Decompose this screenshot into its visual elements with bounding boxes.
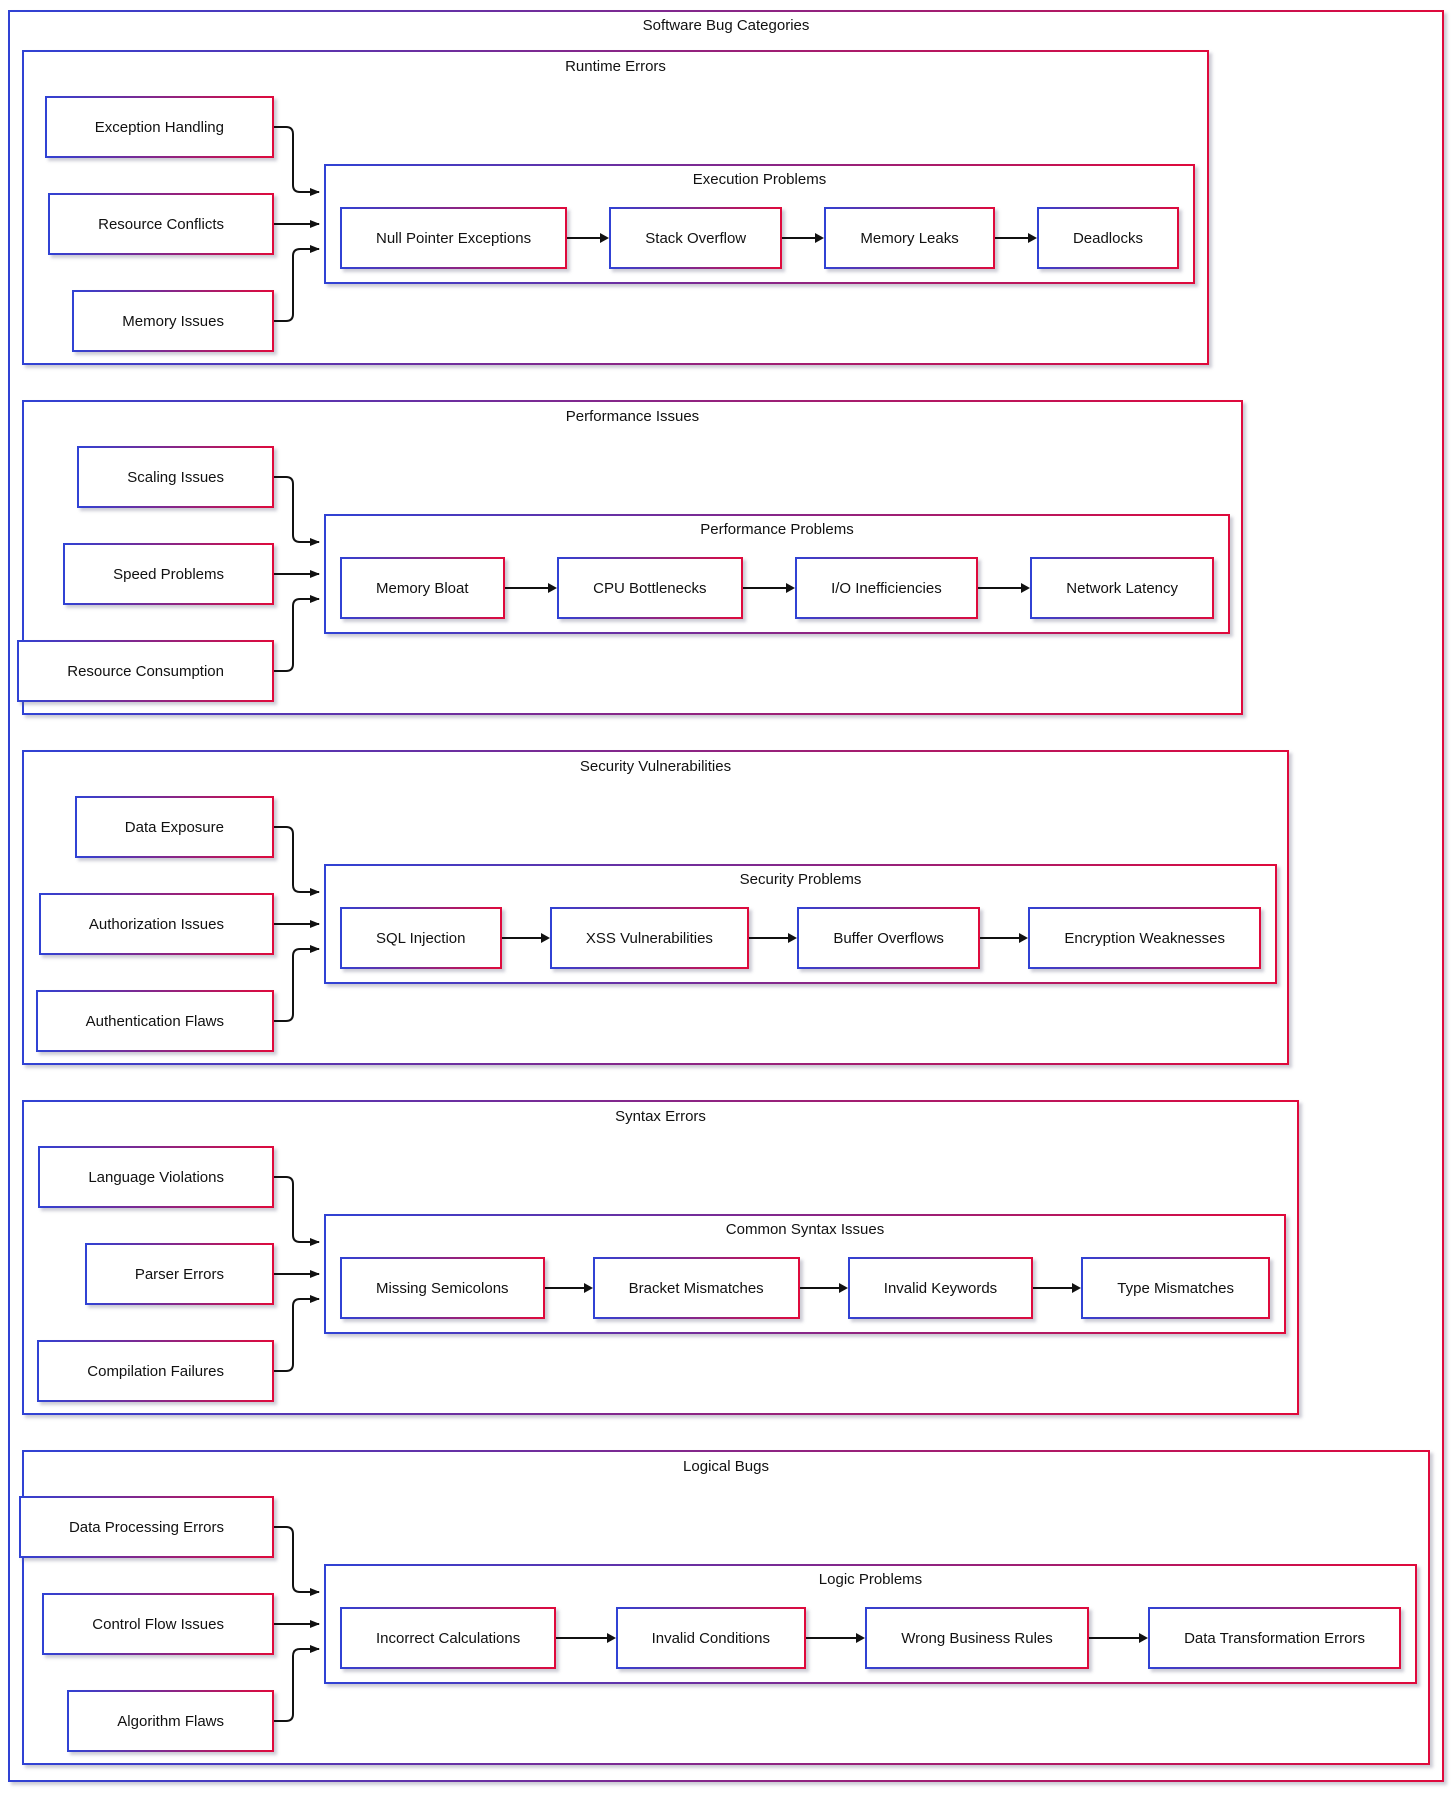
chain-node: Invalid Conditions (615, 1607, 806, 1669)
section-title: Performance Issues (565, 408, 700, 425)
chain-node: Invalid Keywords (847, 1257, 1034, 1319)
source-column: Scaling Issues Speed Problems Resource C… (17, 402, 274, 713)
source-node: Resource Consumption (17, 640, 274, 702)
group-title: Performance Problems (700, 521, 854, 538)
source-node: Authentication Flaws (35, 990, 274, 1052)
source-node: Control Flow Issues (42, 1593, 274, 1655)
source-node: Authorization Issues (38, 893, 274, 955)
source-node: Data Exposure (74, 796, 274, 858)
source-column: Exception Handling Resource Conflicts Me… (24, 52, 274, 363)
chain-row: Memory Bloat CPU Bottlenecks I/O Ineffic… (340, 557, 1214, 619)
chain-node: Encryption Weaknesses (1028, 907, 1261, 969)
chain-node: Data Transformation Errors (1148, 1607, 1401, 1669)
chain-node: Null Pointer Exceptions (340, 207, 568, 269)
chain-node: Incorrect Calculations (340, 1607, 557, 1669)
section-security-vulnerabilities: Security Vulnerabilities Data Exposure A… (22, 750, 1289, 1065)
section-performance-issues: Performance Issues Scaling Issues Speed … (17, 400, 1243, 715)
section-runtime-errors: Runtime Errors Exception Handling Resour… (22, 50, 1209, 365)
chain-row: Missing Semicolons Bracket Mismatches In… (340, 1257, 1270, 1319)
group-title: Common Syntax Issues (725, 1221, 885, 1238)
flow-arrow-icon (977, 583, 1031, 593)
section-syntax-errors: Syntax Errors Language Violations Parser… (22, 1100, 1299, 1415)
source-node: Scaling Issues (77, 446, 274, 508)
section-title: Syntax Errors (615, 1108, 706, 1125)
elbow-arrow-bottom (274, 245, 320, 322)
source-node: Algorithm Flaws (67, 1690, 274, 1752)
connector-arrows (274, 476, 320, 672)
source-node: Exception Handling (44, 96, 274, 158)
connector-arrows (274, 1176, 320, 1372)
diagram-title: Software Bug Categories (642, 17, 810, 34)
section-title: Runtime Errors (565, 58, 666, 75)
flow-arrow-icon (799, 1283, 848, 1293)
source-node: Language Violations (38, 1146, 274, 1208)
chain-node: Stack Overflow (609, 207, 783, 269)
chain-node: Wrong Business Rules (865, 1607, 1089, 1669)
section-title: Logical Bugs (683, 1458, 769, 1475)
elbow-arrow-bottom (274, 1645, 320, 1722)
connector-arrows (274, 1526, 320, 1722)
elbow-arrow-top (274, 476, 320, 546)
flow-arrow-icon (501, 933, 550, 943)
group-container: Performance Problems Memory Bloat CPU Bo… (324, 514, 1230, 634)
source-node: Data Processing Errors (18, 1496, 274, 1558)
chain-node: XSS Vulnerabilities (549, 907, 749, 969)
group-container: Logic Problems Incorrect Calculations In… (324, 1564, 1417, 1684)
source-node: Compilation Failures (37, 1340, 274, 1402)
group-title: Security Problems (739, 871, 862, 888)
flow-arrow-icon (742, 583, 796, 593)
connector-arrows (274, 126, 320, 322)
source-node: Speed Problems (63, 543, 274, 605)
flow-arrow-icon (1033, 1283, 1082, 1293)
elbow-arrow-bottom (274, 945, 320, 1022)
chain-node: Memory Leaks (824, 207, 995, 269)
elbow-arrow-bottom (274, 1295, 320, 1372)
source-column: Data Processing Errors Control Flow Issu… (18, 1452, 274, 1763)
flow-arrow-icon (994, 233, 1037, 243)
flow-arrow-icon (556, 1633, 616, 1643)
chain-node: Missing Semicolons (340, 1257, 545, 1319)
elbow-arrow-top (274, 1526, 320, 1596)
section-logical-bugs: Logical Bugs Data Processing Errors Cont… (18, 1450, 1430, 1765)
chain-node: Memory Bloat (340, 557, 505, 619)
elbow-arrow-top (274, 826, 320, 896)
group-container: Common Syntax Issues Missing Semicolons … (324, 1214, 1286, 1334)
group-title: Logic Problems (818, 1571, 923, 1588)
source-node: Parser Errors (84, 1243, 274, 1305)
source-node: Resource Conflicts (48, 193, 274, 255)
chain-row: Incorrect Calculations Invalid Condition… (340, 1607, 1401, 1669)
flow-arrow-icon (504, 583, 558, 593)
flow-arrow-icon (979, 933, 1029, 943)
chain-node: Bracket Mismatches (592, 1257, 800, 1319)
chain-node: SQL Injection (340, 907, 502, 969)
section-title: Security Vulnerabilities (579, 758, 732, 775)
chain-node: Deadlocks (1036, 207, 1179, 269)
chain-row: Null Pointer Exceptions Stack Overflow M… (340, 207, 1179, 269)
chain-node: Network Latency (1030, 557, 1214, 619)
chain-row: SQL Injection XSS Vulnerabilities Buffer… (340, 907, 1261, 969)
source-column: Language Violations Parser Errors Compil… (24, 1102, 274, 1413)
source-node: Memory Issues (72, 290, 274, 352)
elbow-arrow-top (274, 1176, 320, 1246)
group-container: Security Problems SQL Injection XSS Vuln… (324, 864, 1277, 984)
chain-node: I/O Inefficiencies (795, 557, 978, 619)
group-container: Execution Problems Null Pointer Exceptio… (324, 164, 1195, 284)
chain-node: CPU Bottlenecks (557, 557, 743, 619)
flow-arrow-icon (805, 1633, 866, 1643)
chain-node: Type Mismatches (1081, 1257, 1270, 1319)
elbow-arrow-bottom (274, 595, 320, 672)
flow-arrow-icon (748, 933, 798, 943)
elbow-arrow-top (274, 126, 320, 196)
chain-node: Buffer Overflows (797, 907, 980, 969)
connector-arrows (274, 826, 320, 1022)
flow-arrow-icon (1088, 1633, 1149, 1643)
flow-arrow-icon (782, 233, 825, 243)
flow-arrow-icon (567, 233, 610, 243)
group-title: Execution Problems (692, 171, 827, 188)
source-column: Data Exposure Authorization Issues Authe… (24, 752, 274, 1063)
flow-arrow-icon (544, 1283, 593, 1293)
